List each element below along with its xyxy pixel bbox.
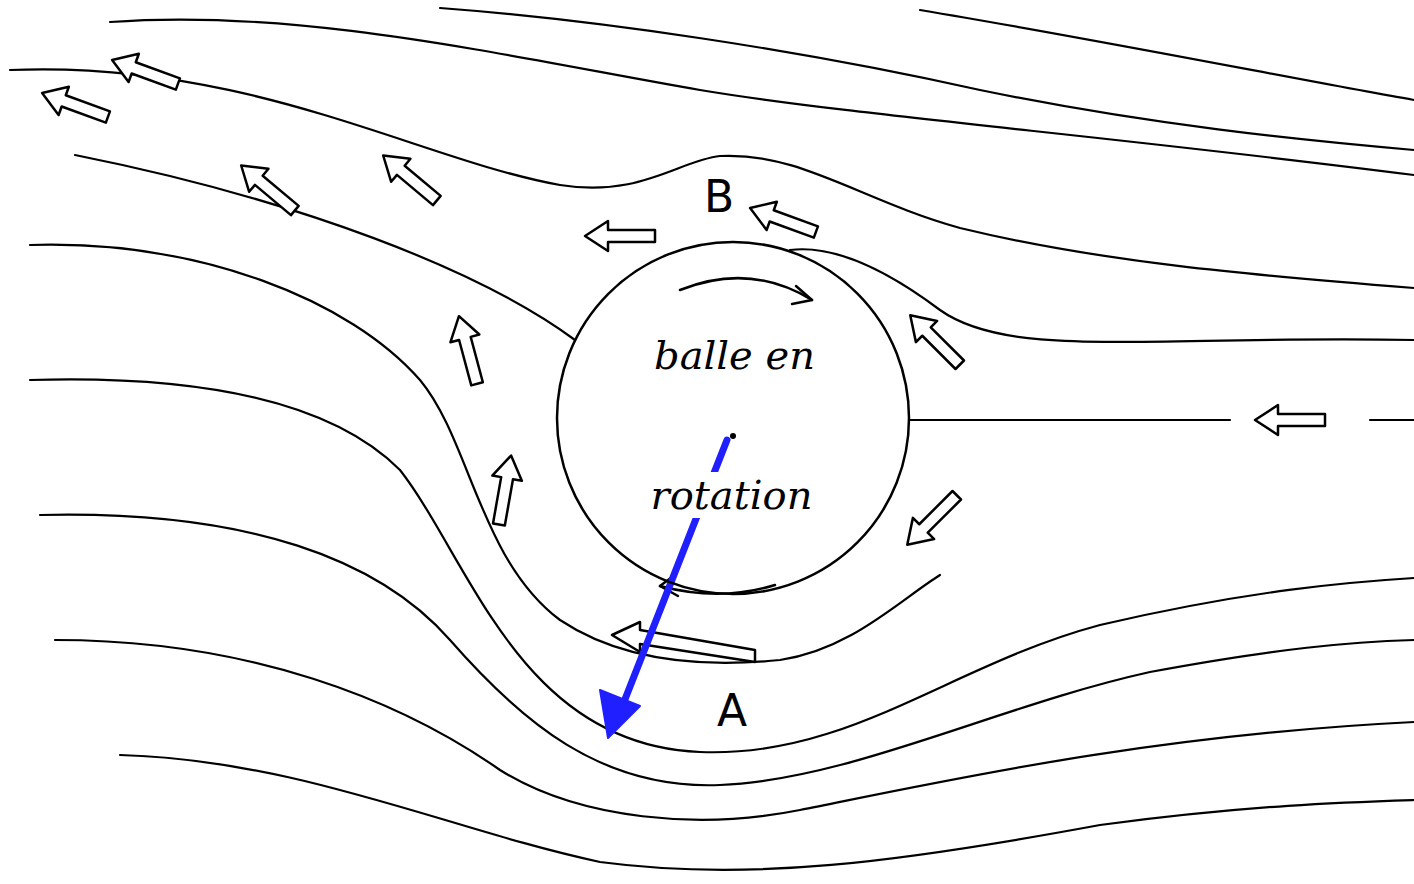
node-text-holder: balle en rotation [593,240,873,565]
streamlines [10,8,1414,870]
point-label: A [715,689,749,733]
circle-outline [557,242,909,594]
ball-caption: balle en rotation [651,332,816,518]
node-outline [555,240,911,596]
ball-circle: balle en rotation [555,240,911,596]
point-label: B [702,175,736,219]
flow-arrows [37,46,1325,662]
